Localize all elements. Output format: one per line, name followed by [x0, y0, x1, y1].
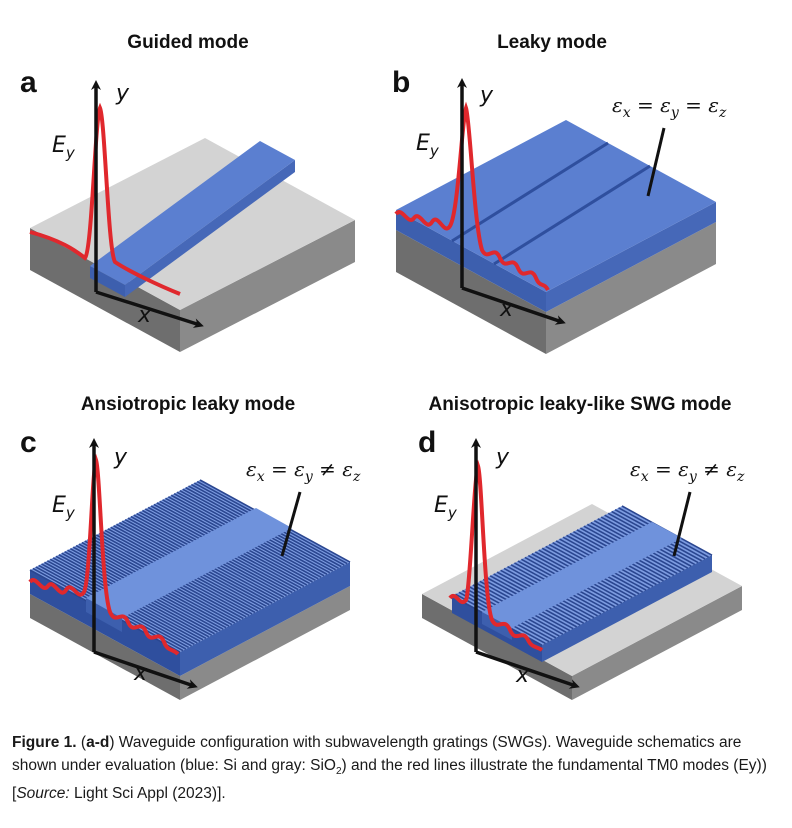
field-label-b: Ey — [416, 131, 440, 160]
y-axis-label-d: y — [495, 445, 510, 470]
caption-label: Figure 1. — [12, 734, 77, 751]
waveguide-d — [422, 504, 742, 700]
oxide-front-c — [30, 594, 180, 700]
slab-groove-right-b — [493, 164, 651, 266]
figure-diagram: Guided mode a y x Ey Leaky mode b — [20, 32, 745, 700]
grating-base-front-c — [30, 570, 180, 676]
oxide-front-a — [30, 228, 180, 352]
panel-b-title: Leaky mode — [497, 32, 607, 53]
x-axis-arrow-b — [461, 286, 566, 325]
mode-profile-b — [394, 101, 550, 292]
core-top-c — [86, 508, 292, 618]
panel-a: Guided mode a y x Ey — [20, 32, 355, 352]
caption-text-2: ) and the red lines illustrate the funda… — [12, 756, 767, 803]
waveguide-c — [29, 479, 351, 700]
pointer-line-b — [646, 127, 666, 197]
waveguide-b — [396, 120, 716, 354]
caption-source: Light Sci Appl (2023)]. — [69, 785, 226, 803]
permittivity-label-c: εx = εy ≠ εz — [246, 457, 361, 485]
panel-d-letter: d — [418, 426, 436, 459]
caption-subscript: 2 — [335, 765, 342, 777]
oxide-side-c — [180, 586, 350, 700]
panel-c-title: Ansiotropic leaky mode — [81, 394, 295, 415]
oxide-side-d — [572, 586, 742, 700]
silicon-strip-side-a — [125, 160, 295, 297]
pointer-line-c — [280, 491, 302, 557]
grating-base-side-c — [180, 562, 350, 676]
x-axis-arrow-d — [475, 650, 580, 689]
mode-profile-a — [29, 102, 181, 296]
y-axis-label-b: y — [479, 83, 494, 108]
panel-a-letter: a — [20, 66, 37, 99]
x-axis-label-c: x — [133, 661, 148, 686]
caption-open: ( — [76, 734, 87, 751]
oxide-side-b — [546, 222, 716, 354]
mode-profile-d — [448, 459, 544, 652]
x-axis-label-b: x — [499, 297, 514, 322]
panel-d: Anisotropic leaky-like SWG mode d y x Ey… — [418, 394, 745, 700]
grating-base-side-d — [542, 555, 712, 662]
panel-b-letter: b — [392, 66, 410, 99]
x-axis-label-a: x — [137, 303, 152, 328]
panel-a-title: Guided mode — [127, 32, 248, 53]
silicon-strip-top-a — [90, 141, 295, 285]
panel-d-title: Anisotropic leaky-like SWG mode — [428, 394, 731, 415]
permittivity-label-d: εx = εy ≠ εz — [630, 457, 745, 485]
oxide-side-a — [180, 220, 355, 352]
silicon-strip-front-a — [90, 266, 125, 297]
panel-c: Ansiotropic leaky mode c y x Ey εx = εy … — [20, 394, 361, 700]
mode-profile-c — [28, 453, 180, 656]
caption-source-label: Source: — [16, 785, 70, 803]
silicon-side-b — [546, 202, 716, 312]
pointer-line-d — [672, 491, 692, 557]
caption-text-1: ) Waveguide configuration with subwavele… — [12, 734, 742, 774]
field-label-a: Ey — [52, 133, 76, 162]
figure-caption: Figure 1. (a-d) Waveguide configuration … — [12, 732, 782, 806]
field-label-c: Ey — [52, 493, 76, 522]
field-label-d: Ey — [434, 493, 458, 522]
panel-c-letter: c — [20, 426, 37, 459]
x-axis-arrow-a — [95, 290, 204, 328]
core-top-d — [482, 522, 682, 628]
y-axis-label-c: y — [113, 445, 128, 470]
permittivity-label-b: εx = εy = εz — [612, 93, 727, 121]
y-axis-label-a: y — [115, 81, 130, 106]
panel-b: Leaky mode b y x Ey εx = εy = εz — [392, 32, 727, 354]
waveguide-a — [30, 138, 355, 352]
silicon-top-b — [396, 120, 716, 292]
x-axis-label-d: x — [515, 663, 530, 688]
x-axis-arrow-c — [93, 650, 198, 689]
caption-range: a-d — [86, 734, 110, 751]
silicon-front-b — [396, 210, 546, 312]
